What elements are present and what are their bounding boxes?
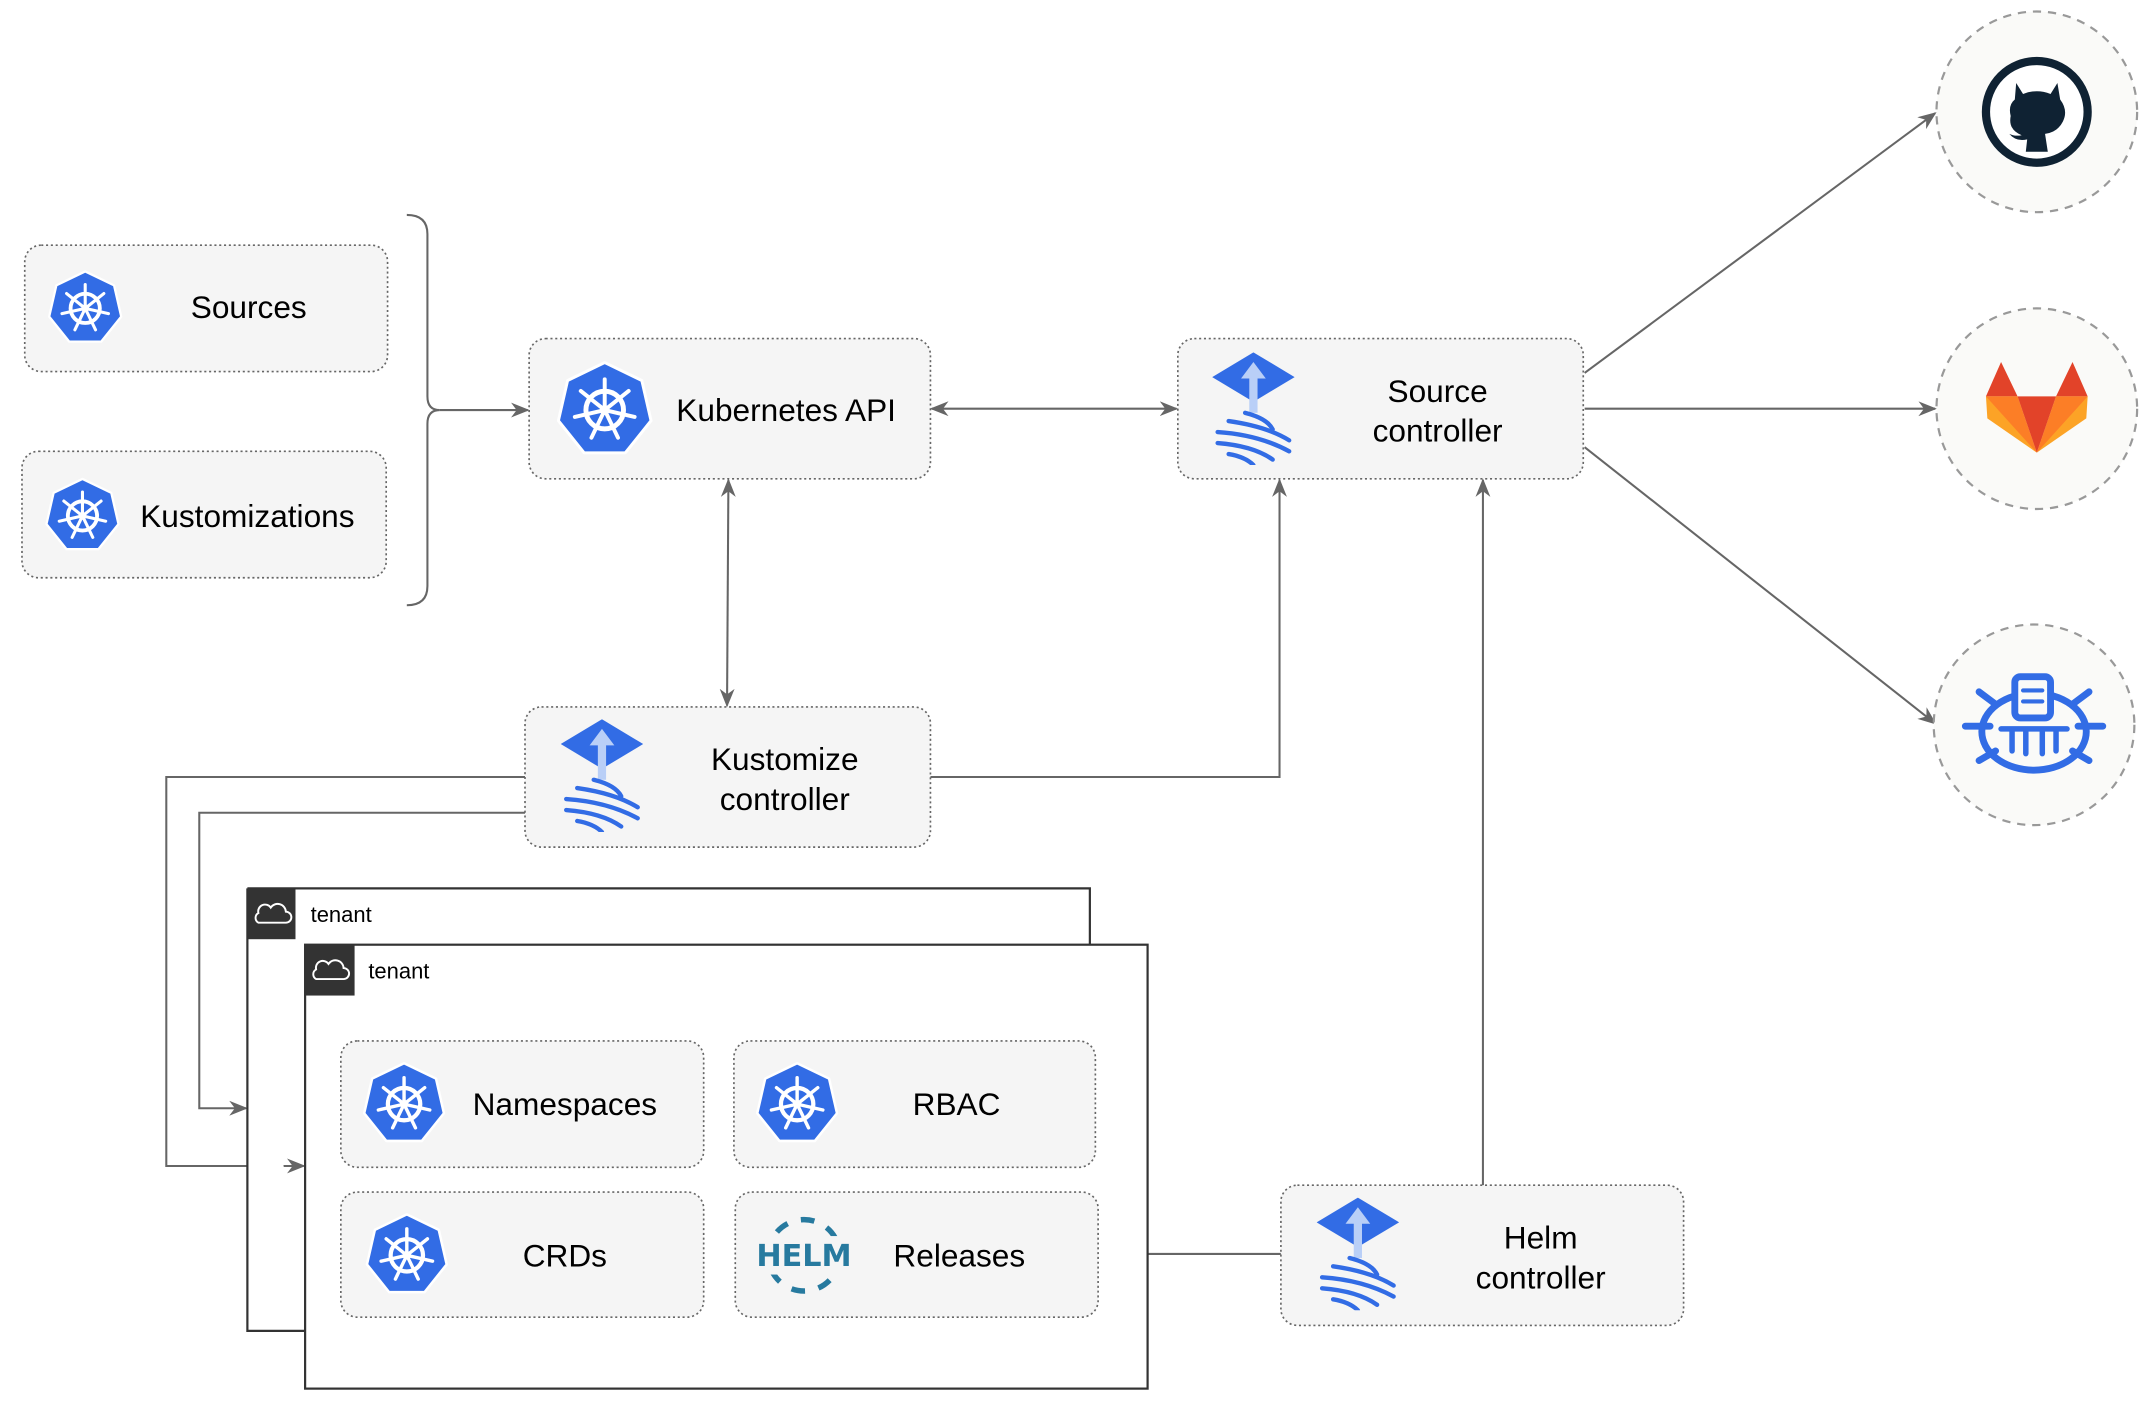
resources-bracket — [406, 213, 440, 607]
rbac-node[interactable]: RBAC — [733, 1040, 1097, 1169]
source-controller-node[interactable]: Source controller — [1177, 337, 1585, 480]
helm-controller-label-line1: Helm — [1504, 1219, 1578, 1255]
tenant-front[interactable]: tenant Namespaces RBAC CRDs HELM Release… — [304, 943, 1149, 1390]
edge-kustomize-to-tenant-back — [198, 811, 526, 1116]
svg-text:HELM: HELM — [756, 1239, 851, 1274]
cloud-icon — [312, 959, 350, 981]
tenant-label: tenant — [311, 902, 372, 927]
namespaces-node[interactable]: Namespaces — [340, 1040, 705, 1169]
cloud-icon — [254, 902, 293, 924]
namespaces-label: Namespaces — [473, 1086, 657, 1122]
crds-label: CRDs — [523, 1237, 607, 1273]
kubernetes-api-label: Kubernetes API — [676, 392, 896, 428]
tenant-label: tenant — [368, 958, 429, 983]
gitlab-icon — [1985, 361, 2088, 453]
source-controller-label-line2: controller — [1373, 413, 1503, 449]
github-source[interactable] — [1935, 10, 2139, 214]
edge-kubernetes-api-kustomize-controller — [719, 478, 736, 708]
kubernetes-api-node[interactable]: Kubernetes API — [528, 337, 932, 480]
kustomizations-node[interactable]: Kustomizations — [21, 450, 388, 579]
kustomizations-label: Kustomizations — [140, 498, 354, 534]
edge-source-to-github — [1584, 112, 1937, 374]
bucket-source[interactable] — [1932, 623, 2136, 827]
edge-source-to-bucket — [1583, 446, 1937, 725]
gitlab-source[interactable] — [1935, 307, 2139, 511]
source-controller-label-line1: Source — [1388, 373, 1488, 409]
tenant-back[interactable]: tenant — [246, 887, 1091, 1332]
releases-label: Releases — [893, 1237, 1025, 1273]
helm-controller-node[interactable]: Helm controller — [1280, 1184, 1685, 1327]
edge-kustomize-to-source-controller — [930, 478, 1287, 779]
rbac-label: RBAC — [913, 1086, 1001, 1122]
releases-node[interactable]: HELM Releases — [734, 1191, 1099, 1318]
crds-node[interactable]: CRDs — [340, 1191, 705, 1318]
kustomize-controller-label-line1: Kustomize — [711, 741, 859, 777]
bucket-icon — [1961, 673, 2107, 774]
kustomize-controller-label-line2: controller — [720, 781, 850, 817]
helm-controller-label-line2: controller — [1476, 1259, 1606, 1295]
edge-kustomize-to-tenant-front — [165, 775, 526, 1174]
github-icon — [1981, 56, 2092, 167]
sources-label: Sources — [191, 289, 307, 325]
sources-node[interactable]: Sources — [23, 244, 389, 373]
helm-icon: HELM — [756, 1216, 852, 1294]
kustomize-controller-node[interactable]: Kustomize controller — [524, 706, 932, 848]
